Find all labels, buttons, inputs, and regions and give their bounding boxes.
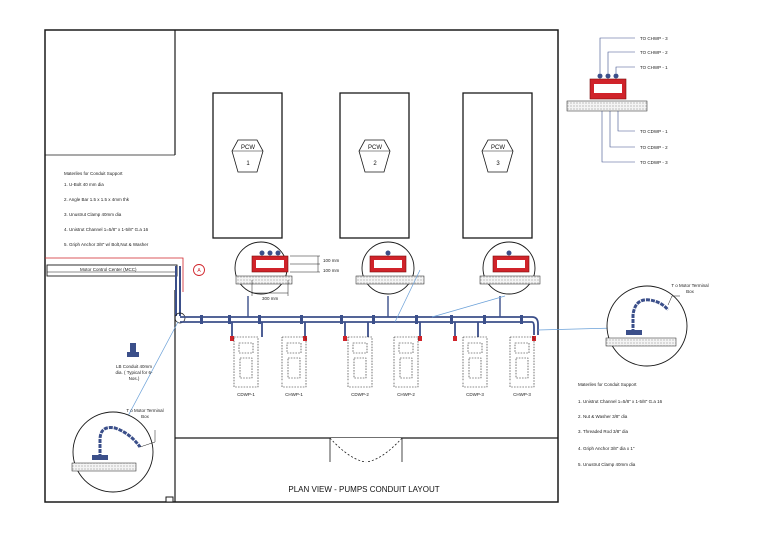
pcw-label: PCW — [368, 145, 382, 151]
rack-detail-1 — [234, 241, 293, 295]
pcw-unit-2: PCW 2 — [339, 92, 410, 239]
dimension-label: 100 mm — [323, 268, 340, 273]
drawing-title: PLAN VIEW - PUMPS CONDUIT LAYOUT — [288, 485, 439, 494]
materials-item: 2. Angle Bar 1.5 x 1.5 x 4mm thk — [64, 197, 130, 202]
terminal-detail-right: T o Motor Terminal Box — [605, 283, 709, 367]
pump-cdwp-2 — [347, 336, 373, 388]
main-conduit-run — [180, 296, 539, 337]
legend-label: TO CDWP - 3 — [640, 160, 668, 165]
feeder-line: A — [45, 257, 205, 292]
pump-chwp-3 — [509, 336, 535, 388]
pump-label: CHWP-2 — [397, 392, 415, 397]
terminal-box-label: T o Motor Terminal — [671, 283, 708, 288]
legend-label: TO CDWP - 2 — [640, 145, 668, 150]
pcw-number: 3 — [496, 161, 500, 167]
terminal-box-label: Box — [141, 414, 150, 419]
routing-legend-detail: TO CHWP - 3 TO CHWP - 2 TO CHWP - 1 TO C… — [566, 36, 668, 165]
terminal-box-label: Box — [686, 289, 695, 294]
pump-label: CDWP-3 — [466, 392, 484, 397]
rack-detail-2 — [355, 241, 425, 295]
conduit-supports — [200, 315, 523, 324]
materials-item: 3. Threaded Rod 3/8" dia — [578, 429, 629, 434]
rack-detail-3 — [479, 241, 541, 295]
materials-item: 1. Unistrut Channel 1=5/8" x 1-5/8" G.a … — [578, 399, 663, 404]
pcw-unit-1: PCW 1 — [212, 92, 283, 239]
materials-heading: Materiles for Conduit Support — [64, 171, 123, 176]
legend-label: TO CDWP - 1 — [640, 129, 668, 134]
terminal-detail-left: T o Motor Terminal Box — [71, 408, 164, 493]
pcw-label: PCW — [491, 145, 505, 151]
dimension-lines — [251, 255, 320, 296]
pcw-unit-3: PCW 3 — [462, 92, 533, 239]
materials-item: 5. Griph Anchor 3/8" w/ Bolt,Nut & Washe… — [64, 242, 149, 247]
room-walls — [44, 29, 559, 503]
pump-cdwp-3 — [462, 336, 488, 388]
door-opening — [329, 437, 403, 463]
mcc-label: Motor Control Center (MCC) — [80, 267, 137, 272]
pump-chwp-1 — [281, 336, 307, 388]
materials-item: 4. Unistrut Channel 1=5/8" x 1-5/8" G.a … — [64, 227, 149, 232]
materials-item: 3. Unustrut Clamp 40mm dia — [64, 212, 122, 217]
dimension-label: 300 mm — [262, 296, 279, 301]
pump-label: CHWP-3 — [513, 392, 531, 397]
pump-chwp-2 — [393, 336, 419, 388]
pumps-group — [233, 336, 535, 388]
callout-marker — [193, 264, 205, 276]
pump-label: CHWP-1 — [285, 392, 303, 397]
svg-text:Nos.): Nos.) — [129, 376, 140, 381]
motor-control-center: Motor Control Center (MCC) — [46, 264, 178, 277]
pcw-label: PCW — [241, 145, 255, 151]
legend-label: TO CHWP - 2 — [640, 50, 668, 55]
dimension-label: 100 mm — [323, 258, 340, 263]
conduit-drop — [174, 266, 186, 324]
pump-label: CDWP-1 — [237, 392, 255, 397]
materials-item: 5. Unustrut Clamp 40mm dia — [578, 462, 636, 467]
materials-list-left: Materiles for Conduit Support 1. U-Bolt … — [64, 171, 149, 247]
pcw-number: 2 — [373, 161, 377, 167]
pump-label: CDWP-2 — [351, 392, 369, 397]
svg-text:LB Conduit 40mm: LB Conduit 40mm — [116, 364, 152, 369]
terminal-box-label: T o Motor Terminal — [126, 408, 163, 413]
materials-heading: Materiles for Conduit Support — [578, 382, 637, 387]
svg-text:dia. ( Typical for 6-: dia. ( Typical for 6- — [116, 370, 153, 375]
lb-conduit-icon — [127, 343, 139, 357]
legend-label: TO CHWP - 3 — [640, 36, 668, 41]
materials-item: 4. Griph Anchor 3/8" dia x 1" — [578, 446, 635, 451]
materials-item: 2. Nut & Washer 3/8" dia — [578, 414, 628, 419]
pump-cdwp-1 — [233, 336, 259, 388]
callout-label: A — [197, 268, 201, 274]
lb-conduit-note: LB Conduit 40mm dia. ( Typical for 6- No… — [116, 364, 153, 381]
materials-item: 1. U-Bolt 40 mm dia — [64, 182, 104, 187]
pump-connectors — [230, 336, 536, 341]
legend-label: TO CHWP - 1 — [640, 65, 668, 70]
materials-list-right: Materiles for Conduit Support 1. Unistru… — [578, 382, 663, 467]
leader-lines — [127, 269, 616, 417]
pcw-number: 1 — [246, 161, 250, 167]
pump-labels: CDWP-1 CHWP-1 CDWP-2 CHWP-2 CDWP-3 CHWP-… — [237, 392, 531, 397]
